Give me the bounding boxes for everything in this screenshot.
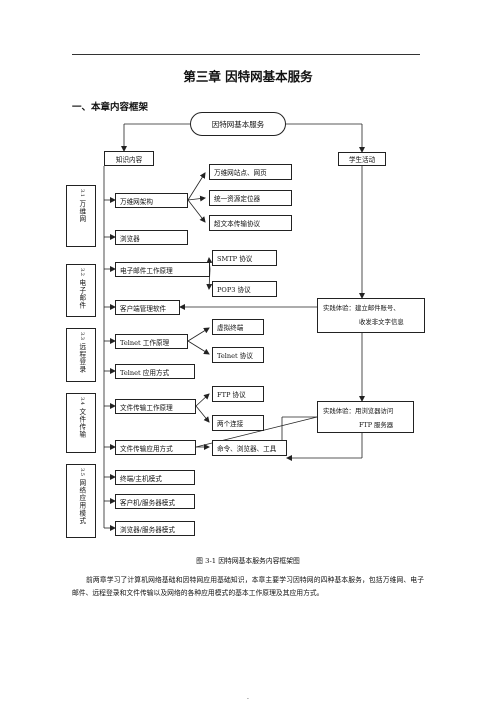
topic-browser: 浏览器 (115, 230, 188, 245)
detail-smtp: SMTP 协议 (212, 250, 277, 266)
detail-www-site: 万维网站点、网页 (209, 164, 292, 180)
student-activity-node: 学生活动 (338, 152, 386, 166)
topic-email-principle: 电子邮件工作原理 (115, 262, 210, 277)
unit-3-3-label: 3.3 远程登录 (66, 328, 96, 382)
topic-telnet-usage: Telnet 应用方式 (115, 364, 195, 379)
detail-pop3: POP3 协议 (212, 281, 277, 297)
unit-3-5-label: 3.5 网络应用模式 (66, 464, 96, 538)
topic-www-architecture: 万维网架构 (115, 193, 188, 208)
root-node: 因特网基本服务 (190, 112, 286, 136)
detail-ftp-tools: 命令、浏览器、工具 (212, 440, 287, 456)
topic-ftp-principle: 文件传输工作原理 (115, 399, 196, 414)
chapter-title: 第三章 因特网基本服务 (183, 69, 313, 84)
body-paragraph: 前两章学习了计算机网络基础和因特网应用基础知识，本章主要学习因特网的四种基本服务… (72, 576, 424, 597)
topic-client-software: 客户端管理软件 (115, 300, 180, 315)
header-rule (72, 54, 420, 55)
practice-ftp: 实践体验：用浏览器访问 FTP 服务器 (317, 401, 414, 433)
detail-http: 超文本传输协议 (209, 215, 292, 231)
detail-url: 统一资源定位器 (209, 190, 292, 206)
topic-browser-server: 浏览器/服务器模式 (115, 521, 195, 536)
unit-3-2-label: 3.2 电子邮件 (66, 264, 96, 317)
figure-caption: 图 3-1 因特网基本服务内容框架图 (196, 557, 300, 565)
topic-ftp-usage: 文件传输应用方式 (115, 440, 196, 455)
topic-telnet-principle: Telnet 工作原理 (115, 334, 188, 349)
detail-two-connections: 两个连接 (212, 415, 264, 431)
detail-ftp-protocol: FTP 协议 (212, 386, 264, 402)
topic-terminal-host: 终端/主机模式 (115, 470, 195, 485)
section-title: 一、本章内容框架 (72, 102, 149, 113)
detail-telnet-protocol: Telnet 协议 (212, 347, 264, 363)
topic-client-server: 客户机/服务器模式 (115, 494, 195, 509)
practice-email: 实践体验：建立邮件账号、 收发非文字信息 (317, 298, 425, 333)
footer-mark: . (247, 694, 249, 701)
knowledge-content-node: 知识内容 (104, 151, 154, 166)
unit-3-1-label: 3.1 万维网 (66, 185, 96, 247)
unit-3-4-label: 3.4 文件传输 (66, 393, 96, 453)
detail-virtual-terminal: 虚拟终端 (212, 319, 264, 335)
